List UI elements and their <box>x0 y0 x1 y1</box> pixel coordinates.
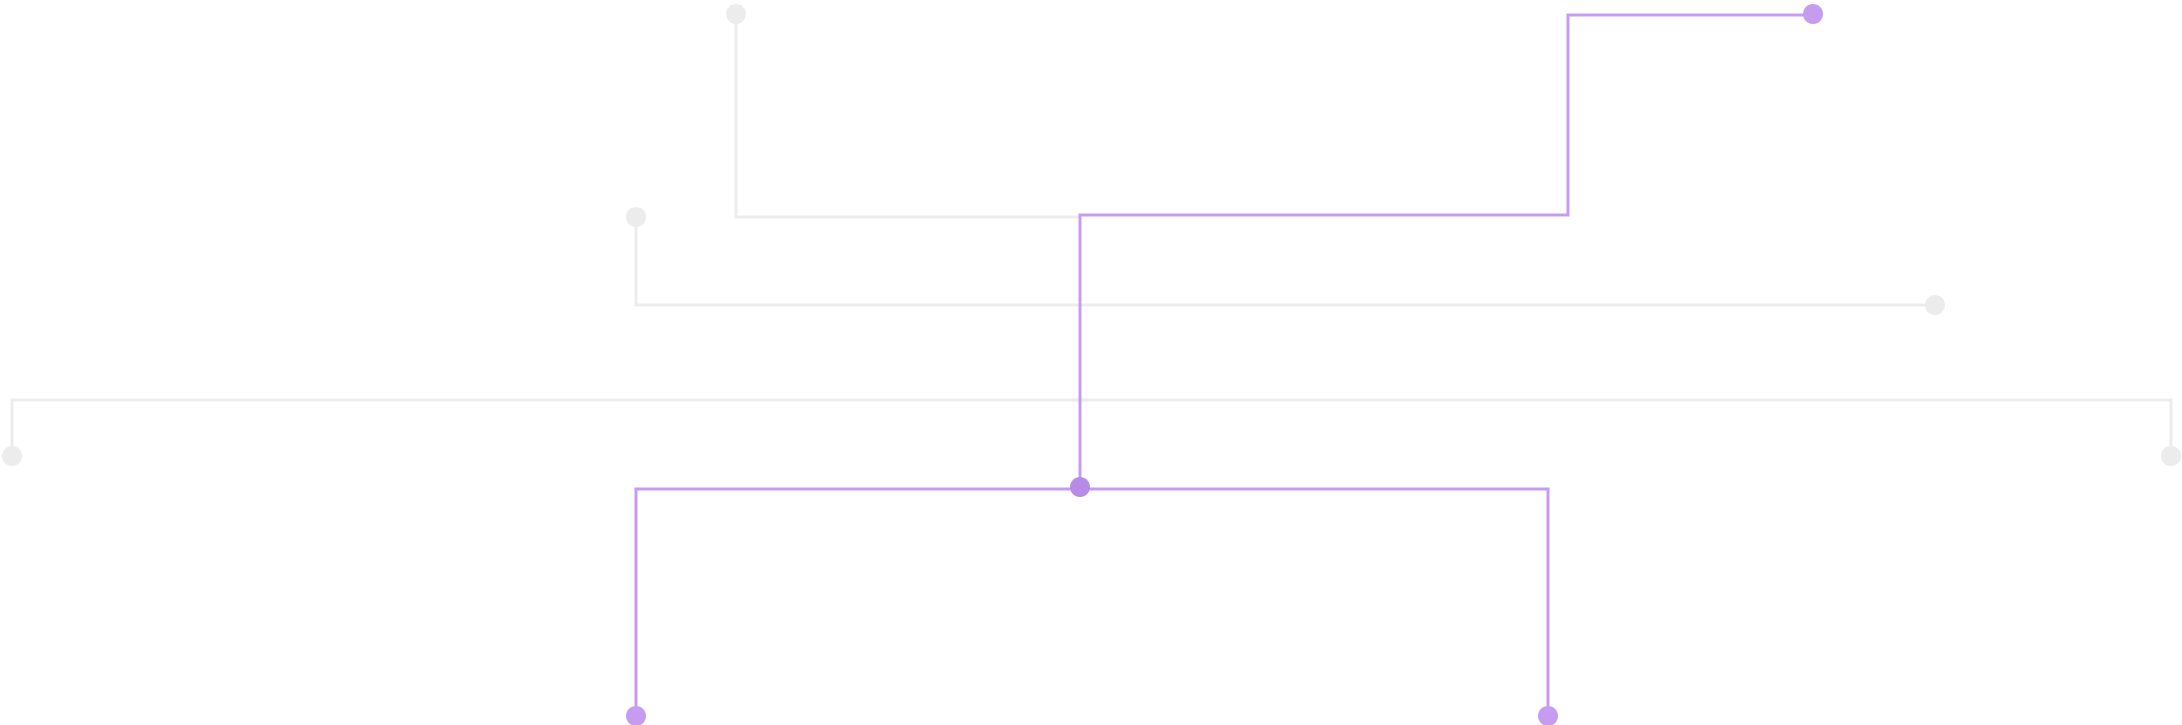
inactive-node-top[interactable] <box>726 4 746 24</box>
inactive-node-far-left[interactable] <box>2 446 22 466</box>
hub-node[interactable] <box>1070 477 1090 497</box>
active-node-top-right[interactable] <box>1803 4 1823 24</box>
inactive-connections <box>10 14 2173 456</box>
inactive-line-top-left <box>734 14 1080 219</box>
active-line-to-top-right <box>1078 13 1812 486</box>
active-line-bottom-branch <box>634 487 1550 716</box>
active-nodes <box>626 4 1823 725</box>
active-node-bottom-left[interactable] <box>626 706 646 725</box>
inactive-node-far-right[interactable] <box>2161 446 2181 466</box>
inactive-line-middle <box>634 217 1935 307</box>
inactive-node-upper-left[interactable] <box>626 207 646 227</box>
inactive-line-wide <box>10 398 2173 456</box>
inactive-nodes <box>2 4 2181 466</box>
active-connections <box>634 13 1812 716</box>
active-node-bottom-right[interactable] <box>1538 706 1558 725</box>
inactive-node-right[interactable] <box>1925 295 1945 315</box>
